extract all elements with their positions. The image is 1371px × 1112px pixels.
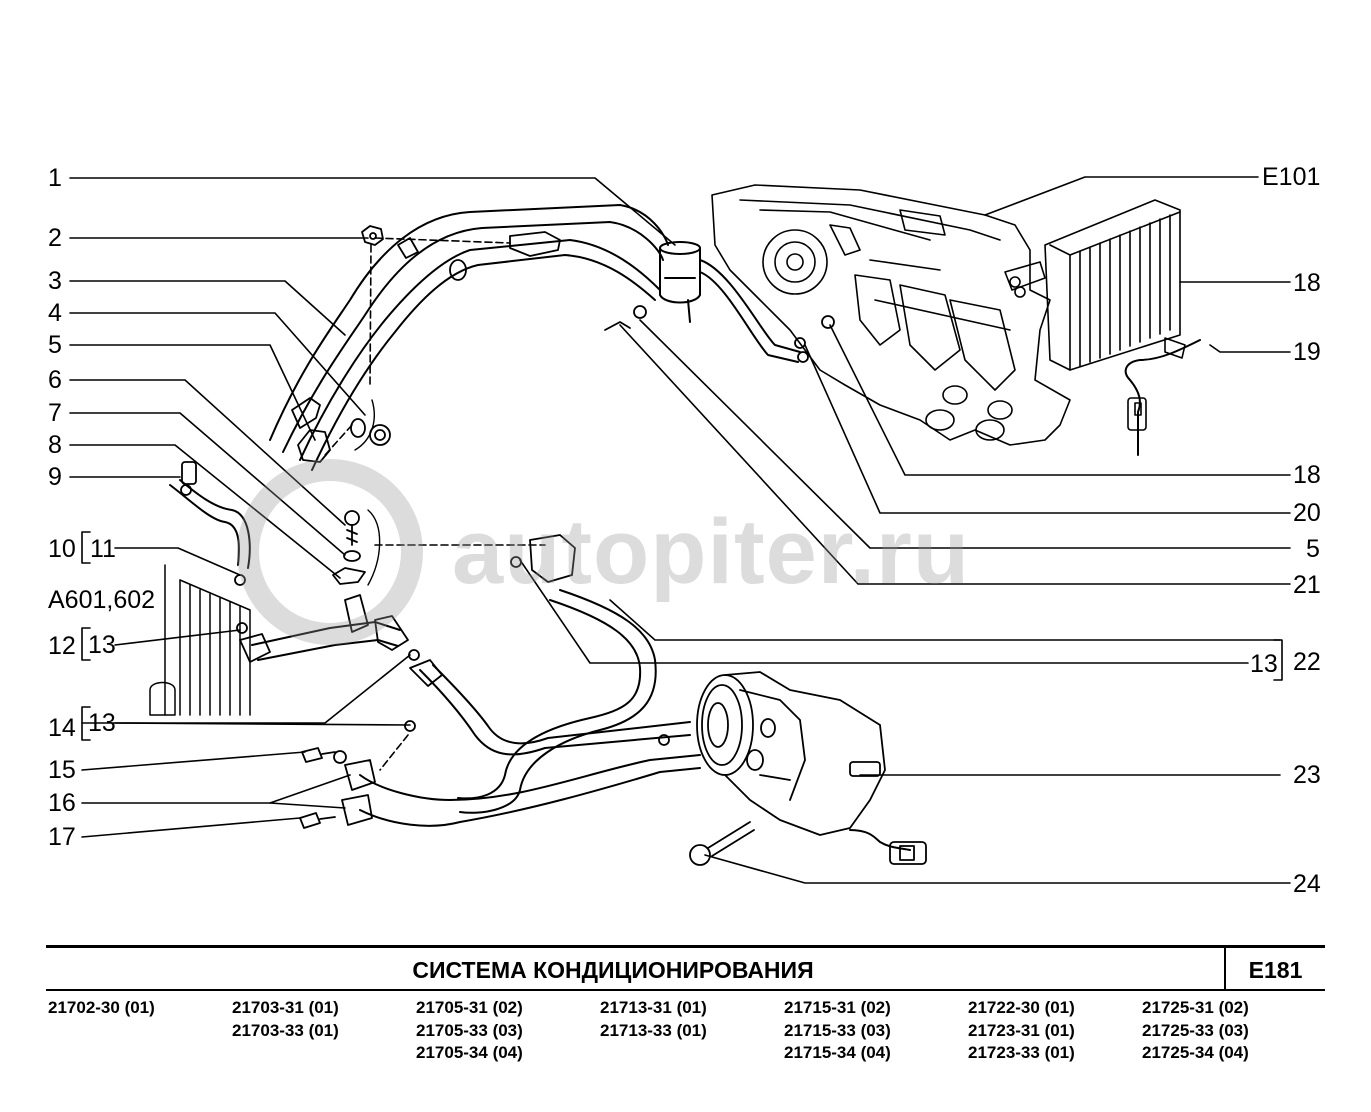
model-code: 21723-31 (01) (968, 1020, 1075, 1040)
leader-lines-right (519, 176, 1291, 884)
callout-12: 12 (48, 632, 76, 660)
callout-17: 17 (48, 823, 76, 851)
model-code: 21705-33 (03) (416, 1020, 523, 1040)
compressor (696, 671, 927, 865)
callout-22: 22 (1293, 648, 1321, 676)
model-column-2: 21703-31 (01) 21703-33 (01) (232, 997, 339, 1042)
callout-9: 9 (48, 463, 62, 491)
model-code: 21723-33 (01) (968, 1043, 1075, 1062)
callout-20: 20 (1293, 499, 1321, 527)
callout-8: 8 (48, 431, 62, 459)
callout-6: 6 (48, 366, 62, 394)
callout-3: 3 (48, 267, 62, 295)
temperature-sensor (1127, 337, 1186, 431)
model-code: 21705-34 (04) (416, 1043, 523, 1062)
hvac-housing (711, 184, 1071, 446)
model-code: 21713-33 (01) (600, 1020, 707, 1040)
callout-13-b: 13 (88, 709, 116, 737)
small-parts (180, 225, 835, 866)
page-code: E181 (1248, 957, 1303, 983)
leader-lines-left (69, 177, 676, 838)
model-code: 21702-30 (01) (48, 998, 155, 1017)
callout-5: 5 (48, 331, 62, 359)
parts-diagram (69, 176, 1291, 884)
callout-13-right: 13 (1250, 650, 1278, 678)
callout-19: 19 (1293, 338, 1321, 366)
model-code: 21715-34 (04) (784, 1043, 891, 1062)
callout-21: 21 (1293, 571, 1321, 599)
callout-15: 15 (48, 756, 76, 784)
title-divider (1224, 948, 1226, 991)
diagram-title: СИСТЕМА КОНДИЦИОНИРОВАНИЯ (412, 957, 814, 983)
model-column-6: 21722-30 (01) 21723-31 (01) 21723-33 (01… (968, 997, 1075, 1065)
callout-18-b: 18 (1293, 461, 1321, 489)
callout-10: 10 (48, 535, 76, 563)
callout-5-right: 5 (1306, 535, 1320, 563)
callout-a601-602: A601,602 (48, 586, 156, 614)
model-column-5: 21715-31 (02) 21715-33 (03) 21715-34 (04… (784, 997, 891, 1065)
model-code: 21713-31 (01) (600, 998, 707, 1017)
receiver-drier (659, 241, 701, 323)
callout-13-a: 13 (88, 631, 116, 659)
model-code: 21725-31 (02) (1142, 998, 1249, 1017)
model-code: 21715-33 (03) (784, 1020, 891, 1040)
model-column-7: 21725-31 (02) 21725-33 (03) 21725-34 (04… (1142, 997, 1249, 1065)
callout-4: 4 (48, 299, 62, 327)
model-column-4: 21713-31 (01) 21713-33 (01) (600, 997, 707, 1042)
callout-16: 16 (48, 789, 76, 817)
model-code: 21703-33 (01) (232, 1020, 339, 1040)
model-column-3: 21705-31 (02) 21705-33 (03) 21705-34 (04… (416, 997, 523, 1065)
callout-24: 24 (1293, 870, 1321, 898)
callout-23: 23 (1293, 761, 1321, 789)
callout-2: 2 (48, 224, 62, 252)
callout-14: 14 (48, 714, 76, 742)
model-code: 21705-31 (02) (416, 998, 523, 1017)
model-code: 21725-33 (03) (1142, 1020, 1249, 1040)
callout-11: 11 (90, 535, 116, 563)
callout-7: 7 (48, 399, 62, 427)
brackets (81, 531, 1283, 741)
watermark-text: autopiter.ru (452, 501, 971, 603)
model-code: 21722-30 (01) (968, 998, 1075, 1017)
model-column-1: 21702-30 (01) (48, 997, 155, 1020)
callout-e101: E101 (1262, 163, 1321, 191)
model-code: 21725-34 (04) (1142, 1043, 1249, 1062)
refrigerant-pipes (169, 204, 1201, 851)
model-code: 21715-31 (02) (784, 998, 891, 1017)
callout-1: 1 (48, 164, 62, 192)
evaporator-core (1004, 199, 1181, 371)
model-code: 21703-31 (01) (232, 998, 339, 1017)
callout-18-a: 18 (1293, 269, 1321, 297)
condenser (149, 564, 251, 716)
watermark-logo (237, 459, 423, 645)
title-block: СИСТЕМА КОНДИЦИОНИРОВАНИЯ E181 (46, 945, 1325, 991)
